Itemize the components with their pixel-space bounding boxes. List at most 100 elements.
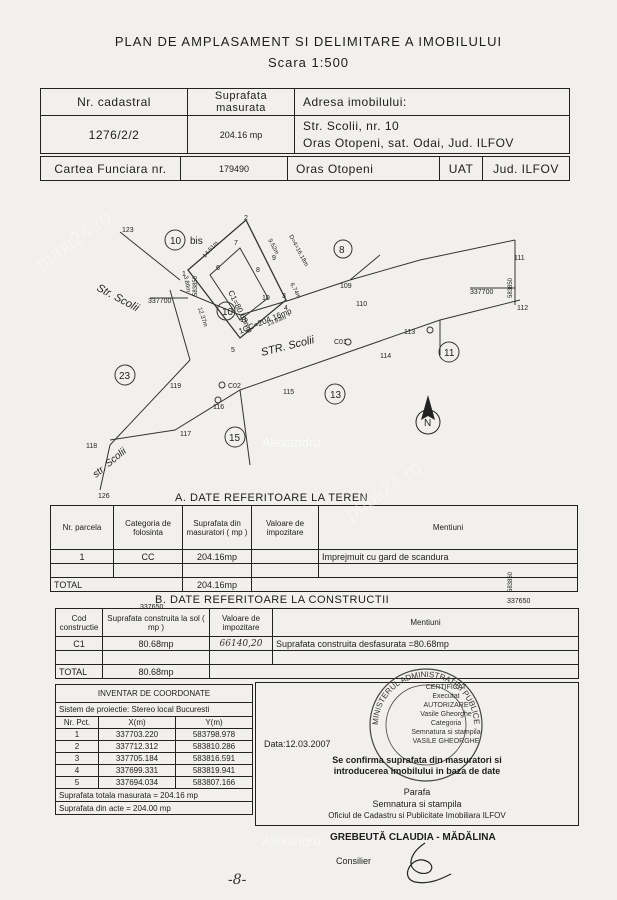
header-table: Nr. cadastral Suprafata masurata Adresa … bbox=[40, 88, 570, 154]
map-label: 337700 bbox=[148, 298, 171, 305]
map-label: 119 bbox=[170, 383, 181, 390]
teren-header: Valoare de impozitare bbox=[251, 505, 319, 550]
vertex-label: 6 bbox=[216, 265, 220, 272]
stamp-line: VASILE GHEORGHE bbox=[412, 738, 480, 745]
boundary-line bbox=[239, 389, 251, 466]
parcel-circle-23 bbox=[114, 364, 136, 386]
cf-locality: Oras Otopeni bbox=[287, 156, 440, 181]
constructii-cell: C1 bbox=[55, 636, 103, 651]
watermark-bottom: Alexandru bbox=[262, 834, 321, 849]
constructii-table: Cod constructie Suprafata construita la … bbox=[55, 608, 579, 679]
teren-cell: CC bbox=[113, 549, 183, 564]
map-label: bis bbox=[190, 236, 203, 247]
parcel-circle-15 bbox=[224, 426, 246, 448]
inventar-col-x: X(m) bbox=[98, 716, 176, 729]
vertex-label: 7 bbox=[234, 240, 238, 247]
street-label: STR. Scolii bbox=[260, 334, 316, 359]
inventar-cell: 337694.034 bbox=[98, 776, 176, 789]
page-number: -8- bbox=[228, 872, 247, 888]
vertex-label: 5 bbox=[231, 347, 235, 354]
cert-confirm1: Se confirma suprafata din masuratori si bbox=[332, 755, 502, 765]
vertex-label: 2 bbox=[244, 215, 248, 222]
adresa-line2: Oras Otopeni, sat. Odai, Jud. ILFOV bbox=[303, 135, 514, 150]
signer-name: GREBEUTĂ CLAUDIA - MĂDĂLINA bbox=[330, 832, 496, 843]
map-label: 337700 bbox=[470, 289, 493, 296]
teren-header: Mentiuni bbox=[318, 505, 578, 550]
map-label: 118 bbox=[86, 443, 97, 450]
teren-total-label: TOTAL bbox=[50, 577, 183, 592]
cert-semnatura: Semnatura si stampila bbox=[372, 799, 462, 809]
constructii-total-label: TOTAL bbox=[55, 664, 103, 679]
inventar-title: INVENTAR DE COORDONATE bbox=[55, 684, 253, 703]
official-stamp-icon: MINISTERUL ADMINISTRATIEI PUBLICE bbox=[369, 668, 483, 782]
teren-cell bbox=[251, 549, 319, 564]
teren-header: Suprafata din masuratori ( mp ) bbox=[182, 505, 252, 550]
teren-header: Nr. parcela bbox=[50, 505, 114, 550]
adresa-line1: Str. Scolii, nr. 10 bbox=[303, 118, 400, 133]
boundary-line bbox=[169, 289, 191, 361]
vertex-label: 1 bbox=[182, 271, 186, 278]
map-label: 114 bbox=[380, 353, 391, 360]
constructii-title: B. DATE REFERITOARE LA CONSTRUCTII bbox=[155, 594, 390, 606]
building-c1-outline bbox=[209, 247, 269, 321]
distance-label: 9.52m bbox=[266, 238, 279, 256]
cert-parafa: Parafa bbox=[403, 787, 431, 797]
stamp-line: AUTORIZARE bbox=[423, 702, 469, 709]
coord-label: 583850 bbox=[508, 571, 514, 592]
map-label: 110 bbox=[356, 301, 367, 308]
distance-label: 12.37m bbox=[196, 307, 208, 328]
parcel-circle-10bis bbox=[164, 229, 186, 251]
inventar-col-nr: Nr. Pct. bbox=[55, 716, 99, 729]
vertex-label: 8 bbox=[256, 267, 260, 274]
inventar-system: Sistem de proiectie: Stereo local Bucure… bbox=[55, 702, 253, 717]
stamp-line: Semnatura si stampila bbox=[411, 729, 481, 736]
constructii-cell: 66140,20 bbox=[209, 636, 273, 651]
teren-header: Categoria de folosinta bbox=[113, 505, 183, 550]
total-acts: Suprafata din acte = 204.00 mp bbox=[55, 801, 253, 815]
cf-value: 179490 bbox=[180, 156, 288, 181]
street-label: Str. Scolii bbox=[95, 282, 142, 314]
map-label: 109 bbox=[340, 283, 352, 290]
cert-date: Data:12.03.2007 bbox=[264, 739, 331, 749]
uat-value: Jud. ILFOV bbox=[482, 156, 570, 181]
inventar-cell: 583816.591 bbox=[174, 752, 254, 765]
site-map: 123 10 bis 8 111 112 109 110 113 114 11 … bbox=[86, 215, 528, 500]
constructii-header: Valoare de impozitare bbox=[209, 608, 273, 637]
map-label: 111 bbox=[514, 255, 525, 262]
page-scale: Scara 1:500 bbox=[267, 55, 350, 70]
teren-total-value: 204.16mp bbox=[182, 577, 252, 592]
distance-label: 6.74m bbox=[288, 282, 301, 300]
street-label: str. Scolii bbox=[91, 446, 129, 481]
parcel-circle-11 bbox=[438, 341, 460, 363]
teren-cell: 1 bbox=[50, 549, 114, 564]
inventar-cell: 4 bbox=[55, 764, 99, 777]
constructii-cell: 80.68mp bbox=[102, 636, 210, 651]
parcel-circle-8 bbox=[333, 239, 353, 259]
boundary-line bbox=[99, 444, 111, 491]
boundary-line bbox=[109, 359, 191, 446]
point-marker bbox=[426, 326, 434, 334]
total-measured: Suprafata totala masurata = 204.16 mp bbox=[55, 788, 253, 802]
inventar-cell: 337699.331 bbox=[98, 764, 176, 777]
suprafata-value: 204.16 mp bbox=[187, 115, 295, 154]
nr-cadastral-value: 1276/2/2 bbox=[40, 115, 188, 154]
distance-label: 3.86m bbox=[182, 275, 191, 292]
map-label: 11 bbox=[444, 348, 455, 359]
inventar-cell: 3 bbox=[55, 752, 99, 765]
map-label: 10 bbox=[222, 307, 234, 318]
teren-cell: 204.16mp bbox=[182, 549, 252, 564]
inventar-cell: 5 bbox=[55, 776, 99, 789]
map-label: 15 bbox=[229, 433, 241, 444]
signature-icon bbox=[406, 842, 452, 884]
vertex-label: 3 bbox=[282, 293, 286, 300]
map-label: 115 bbox=[283, 389, 294, 396]
cf-label: Cartea Funciara nr. bbox=[40, 156, 181, 181]
distance-label: D=4=16.18m bbox=[287, 234, 309, 267]
vertex-label: 4 bbox=[284, 305, 288, 312]
map-label: 116 bbox=[213, 404, 224, 411]
map-label: 583850 bbox=[193, 275, 199, 296]
inventar-cell: 2 bbox=[55, 740, 99, 753]
inventar-col-y: Y(m) bbox=[174, 716, 254, 729]
